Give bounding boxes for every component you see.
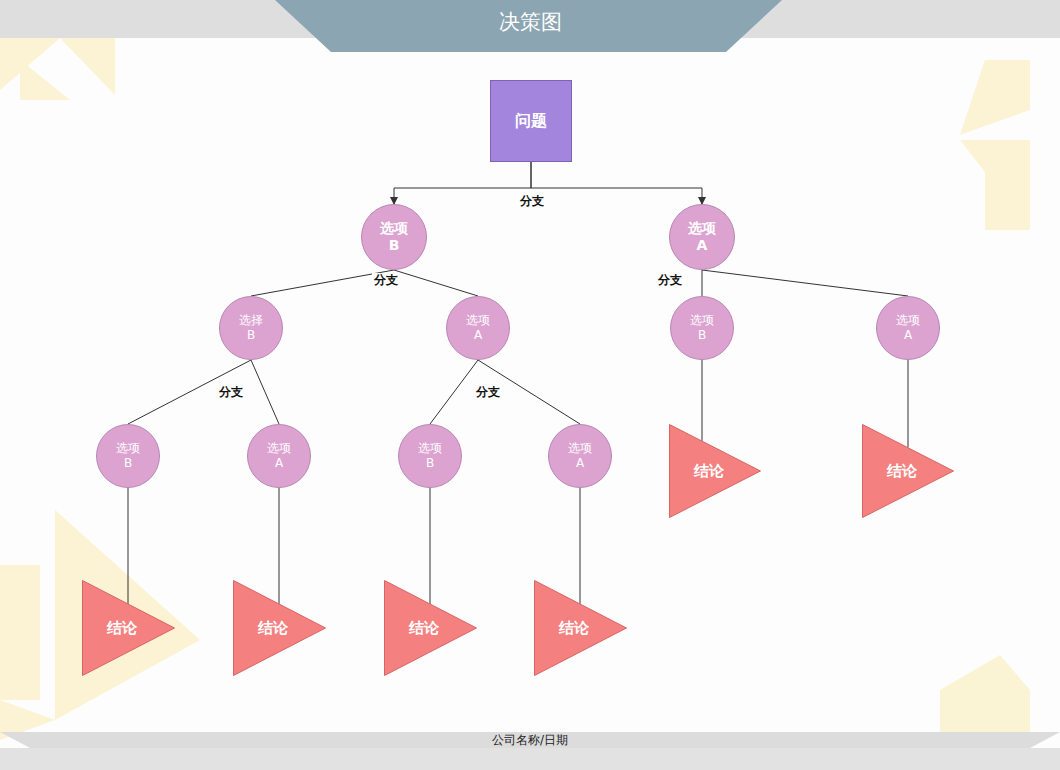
- connector: [702, 360, 703, 441]
- option-circle: 选项 A: [548, 424, 612, 488]
- conclusion-triangle: 结论: [82, 580, 175, 676]
- option-circle: 选项 A: [446, 296, 510, 360]
- connector: [279, 488, 280, 604]
- connector: [531, 162, 702, 204]
- branch-label: 分支: [518, 194, 546, 208]
- node-text: 选项 B: [688, 313, 717, 343]
- node-text: 结论: [107, 619, 137, 638]
- conclusion-triangle: 结论: [384, 580, 477, 676]
- connector: [702, 270, 908, 296]
- option-circle: 选项 A: [247, 424, 311, 488]
- option-circle: 选择 B: [219, 296, 283, 360]
- connector: [430, 360, 478, 424]
- node-text: 选项 B: [114, 441, 143, 471]
- connector: [394, 270, 478, 296]
- node-text: 问题: [515, 111, 547, 131]
- conclusion-triangle: 结论: [669, 424, 761, 518]
- connector: [394, 162, 531, 204]
- node-text: 选择 B: [237, 313, 266, 343]
- problem-box: 问题: [490, 80, 572, 162]
- node-text: 结论: [694, 462, 724, 481]
- node-text: 选项 A: [566, 441, 595, 471]
- node-text: 选项 A: [265, 441, 294, 471]
- option-circle: 选项 B: [96, 424, 160, 488]
- branch-label: 分支: [372, 273, 400, 287]
- node-text: 结论: [258, 619, 288, 638]
- conclusion-triangle: 结论: [233, 580, 326, 676]
- connector: [430, 488, 431, 604]
- node-text: 结论: [409, 619, 439, 638]
- connector: [128, 360, 251, 424]
- connector: [251, 360, 279, 424]
- option-circle: 选项 A: [876, 296, 940, 360]
- branch-label: 分支: [217, 385, 245, 399]
- branch-label: 分支: [474, 385, 502, 399]
- diagram-title: 决策图: [330, 8, 730, 36]
- option-circle: 选项 B: [398, 424, 462, 488]
- node-text: 选项 A: [894, 313, 923, 343]
- node-text: 结论: [887, 462, 917, 481]
- option-circle: 选项 B: [361, 204, 427, 270]
- node-text: 选项 A: [464, 313, 493, 343]
- connector: [580, 488, 581, 604]
- connector: [702, 270, 703, 296]
- conclusion-triangle: 结论: [862, 424, 954, 518]
- option-circle: 选项 A: [669, 204, 735, 270]
- connector: [908, 360, 909, 448]
- conclusion-triangle: 结论: [534, 580, 627, 676]
- option-circle: 选项 B: [670, 296, 734, 360]
- branch-label: 分支: [656, 273, 684, 287]
- node-text: 选项 A: [685, 220, 719, 255]
- connector: [128, 488, 129, 604]
- node-text: 选项 B: [377, 220, 411, 255]
- node-text: 选项 B: [416, 441, 445, 471]
- footer-text: 公司名称/日期: [380, 732, 680, 748]
- node-text: 结论: [559, 619, 589, 638]
